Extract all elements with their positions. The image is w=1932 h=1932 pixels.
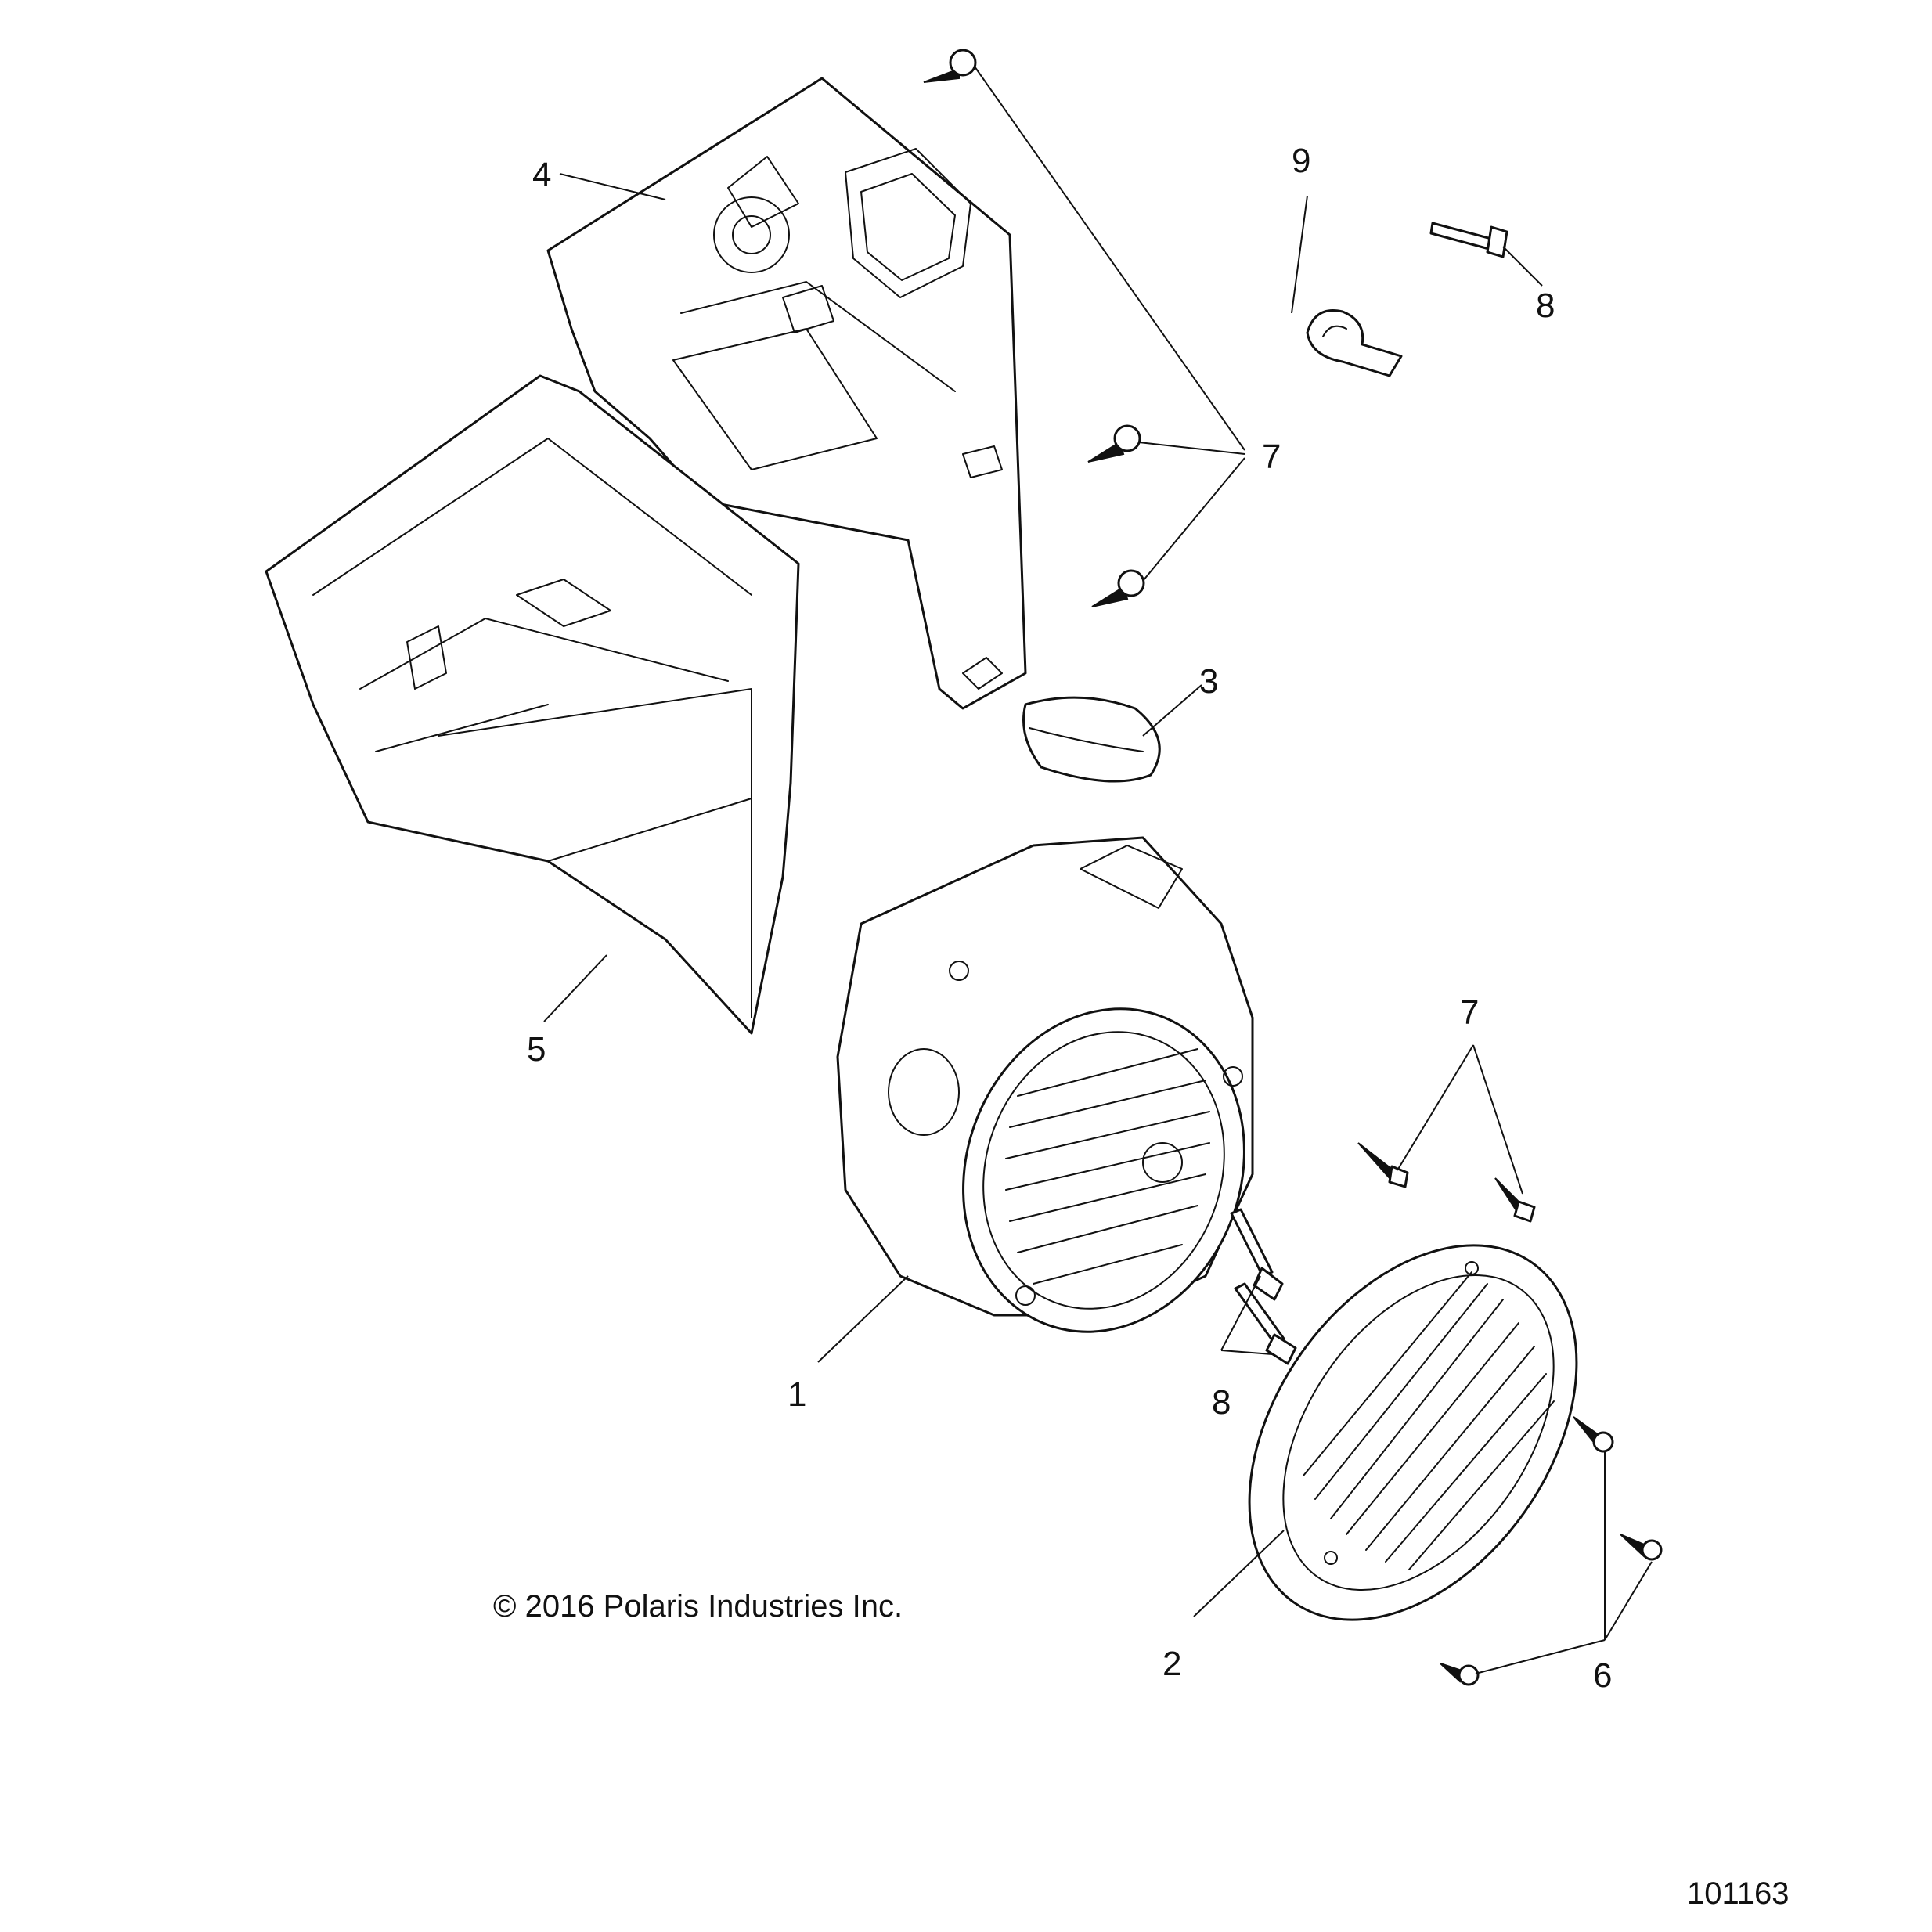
leader-lines xyxy=(543,66,1653,1674)
figure-number: 101163 xyxy=(1687,1876,1790,1911)
callout-7-upper: 7 xyxy=(1262,438,1281,476)
part-6-screw-a xyxy=(1573,1416,1614,1453)
callout-5: 5 xyxy=(527,1030,546,1069)
callout-2: 2 xyxy=(1162,1645,1181,1683)
callout-8-lower: 8 xyxy=(1212,1383,1231,1422)
part-9-clamp xyxy=(1306,309,1403,377)
callout-9: 9 xyxy=(1292,142,1310,180)
part-8-bolt-upper xyxy=(1429,222,1508,258)
part-8-bolt-lower-b xyxy=(1234,1282,1297,1365)
part-6-screw-b xyxy=(1620,1534,1663,1561)
part-3-grommet xyxy=(1022,696,1161,783)
callout-6: 6 xyxy=(1593,1656,1612,1695)
part-7-screw-upper-c xyxy=(1091,569,1145,607)
part-7-screw-upper-a xyxy=(923,49,977,83)
callout-7-lower: 7 xyxy=(1460,993,1479,1032)
part-7-screw-lower-a xyxy=(1357,1142,1409,1188)
part-7-screw-lower-b xyxy=(1494,1177,1536,1223)
part-5-lower-duct-housing xyxy=(265,374,800,1035)
callout-3: 3 xyxy=(1199,662,1218,701)
part-7-screw-upper-b xyxy=(1087,424,1141,463)
part-2-screen xyxy=(1248,1244,1578,1621)
callout-8-upper: 8 xyxy=(1536,287,1555,325)
callout-1: 1 xyxy=(788,1375,806,1414)
part-1-fan-housing xyxy=(836,836,1254,1333)
callout-4: 4 xyxy=(532,156,551,194)
copyright-notice: © 2016 Polaris Industries Inc. xyxy=(493,1589,903,1624)
part-4-upper-duct-cover xyxy=(546,77,1027,710)
part-8-bolt-lower-a xyxy=(1230,1208,1284,1301)
part-6-screw-c xyxy=(1440,1663,1480,1686)
